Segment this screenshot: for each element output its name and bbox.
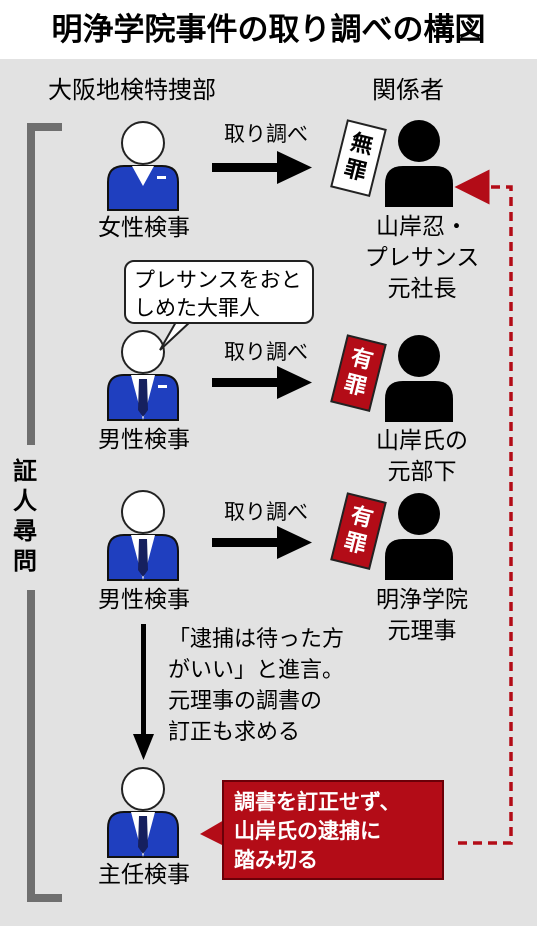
prosecutor-label-1: 女性検事 [98,215,190,241]
witness-label-char: 問 [13,547,37,575]
speech-bubble-line-2: しめた大罪人 [134,296,260,320]
prosecutor-label-2: 男性検事 [98,427,190,453]
person-2-line-2: 元部下 [387,459,457,485]
interrogation-label-3: 取り調べ [224,500,308,524]
decision-box-line-3: 踏み切る [234,848,318,872]
prosecutor-figure-3 [107,490,179,581]
verdict-tag-3 [330,492,387,571]
speech-bubble-tail [159,321,193,351]
witness-bracket [27,123,62,902]
speech-bubble: プレサンスをおと しめた大罪人 [124,260,314,324]
person-1-line-3: 元社長 [387,276,457,302]
person-label-2: 山岸氏の 元部下 [352,426,492,488]
person-silhouette-1 [385,120,453,207]
person-3-line-1: 明浄学院 [376,587,468,613]
decision-box: 調書を訂正せず、 山岸氏の逮捕に 踏み切る [222,780,444,880]
advice-note: 「逮捕は待った方 がいい」と進言。 元理事の調書の 訂正も求める [168,624,344,748]
verdict-tag-2 [330,334,387,413]
advice-note-line-2: がいい」と進言。 [168,658,345,683]
prosecutor-figure-1 [107,121,179,211]
prosecutor-label-3: 男性検事 [98,587,190,613]
decision-box-tail [200,820,224,846]
advice-note-line-3: 元理事の調書の [168,689,323,714]
person-3-line-2: 元理事 [387,618,457,644]
person-1-line-1: 山岸忍・ [376,214,468,240]
witness-examination-label: 証人尋問 [10,456,40,576]
advice-down-arrow [133,624,154,760]
witness-label-char: 人 [13,487,37,515]
interrogation-label-2: 取り調べ [224,340,308,364]
advice-note-line-1: 「逮捕は待った方 [168,627,345,652]
person-label-3: 明浄学院 元理事 [352,585,492,647]
interrogation-arrow-3 [212,526,312,559]
verdict-tag-1 [330,119,387,198]
decision-box-line-2: 山岸氏の逮捕に [234,819,381,843]
person-2-line-1: 山岸氏の [376,428,468,454]
prosecutor-label-4: 主任検事 [98,862,190,888]
person-label-1: 山岸忍・ プレサンス 元社長 [352,212,492,305]
interrogation-label-1: 取り調べ [224,122,308,146]
prosecutor-figure-4 [107,767,179,858]
advice-note-line-4: 訂正も求める [168,720,301,745]
decision-box-line-1: 調書を訂正せず、 [234,790,401,814]
speech-bubble-line-1: プレサンスをおと [134,268,302,292]
person-silhouette-2 [385,335,453,422]
interrogation-arrow-1 [212,151,312,184]
column-header-prosecutors: 大阪地検特捜部 [48,76,216,104]
witness-label-char: 証 [13,457,37,485]
diagram-title: 明浄学院事件の取り調べの構図 [51,12,486,48]
person-1-line-2: プレサンス [364,245,480,271]
witness-label-char: 尋 [13,517,37,545]
person-silhouette-3 [385,493,453,580]
prosecutor-figure-2 [107,330,179,421]
feedback-dashed-arrow [454,169,513,845]
interrogation-arrow-2 [212,366,312,399]
column-header-persons: 関係者 [372,76,444,104]
